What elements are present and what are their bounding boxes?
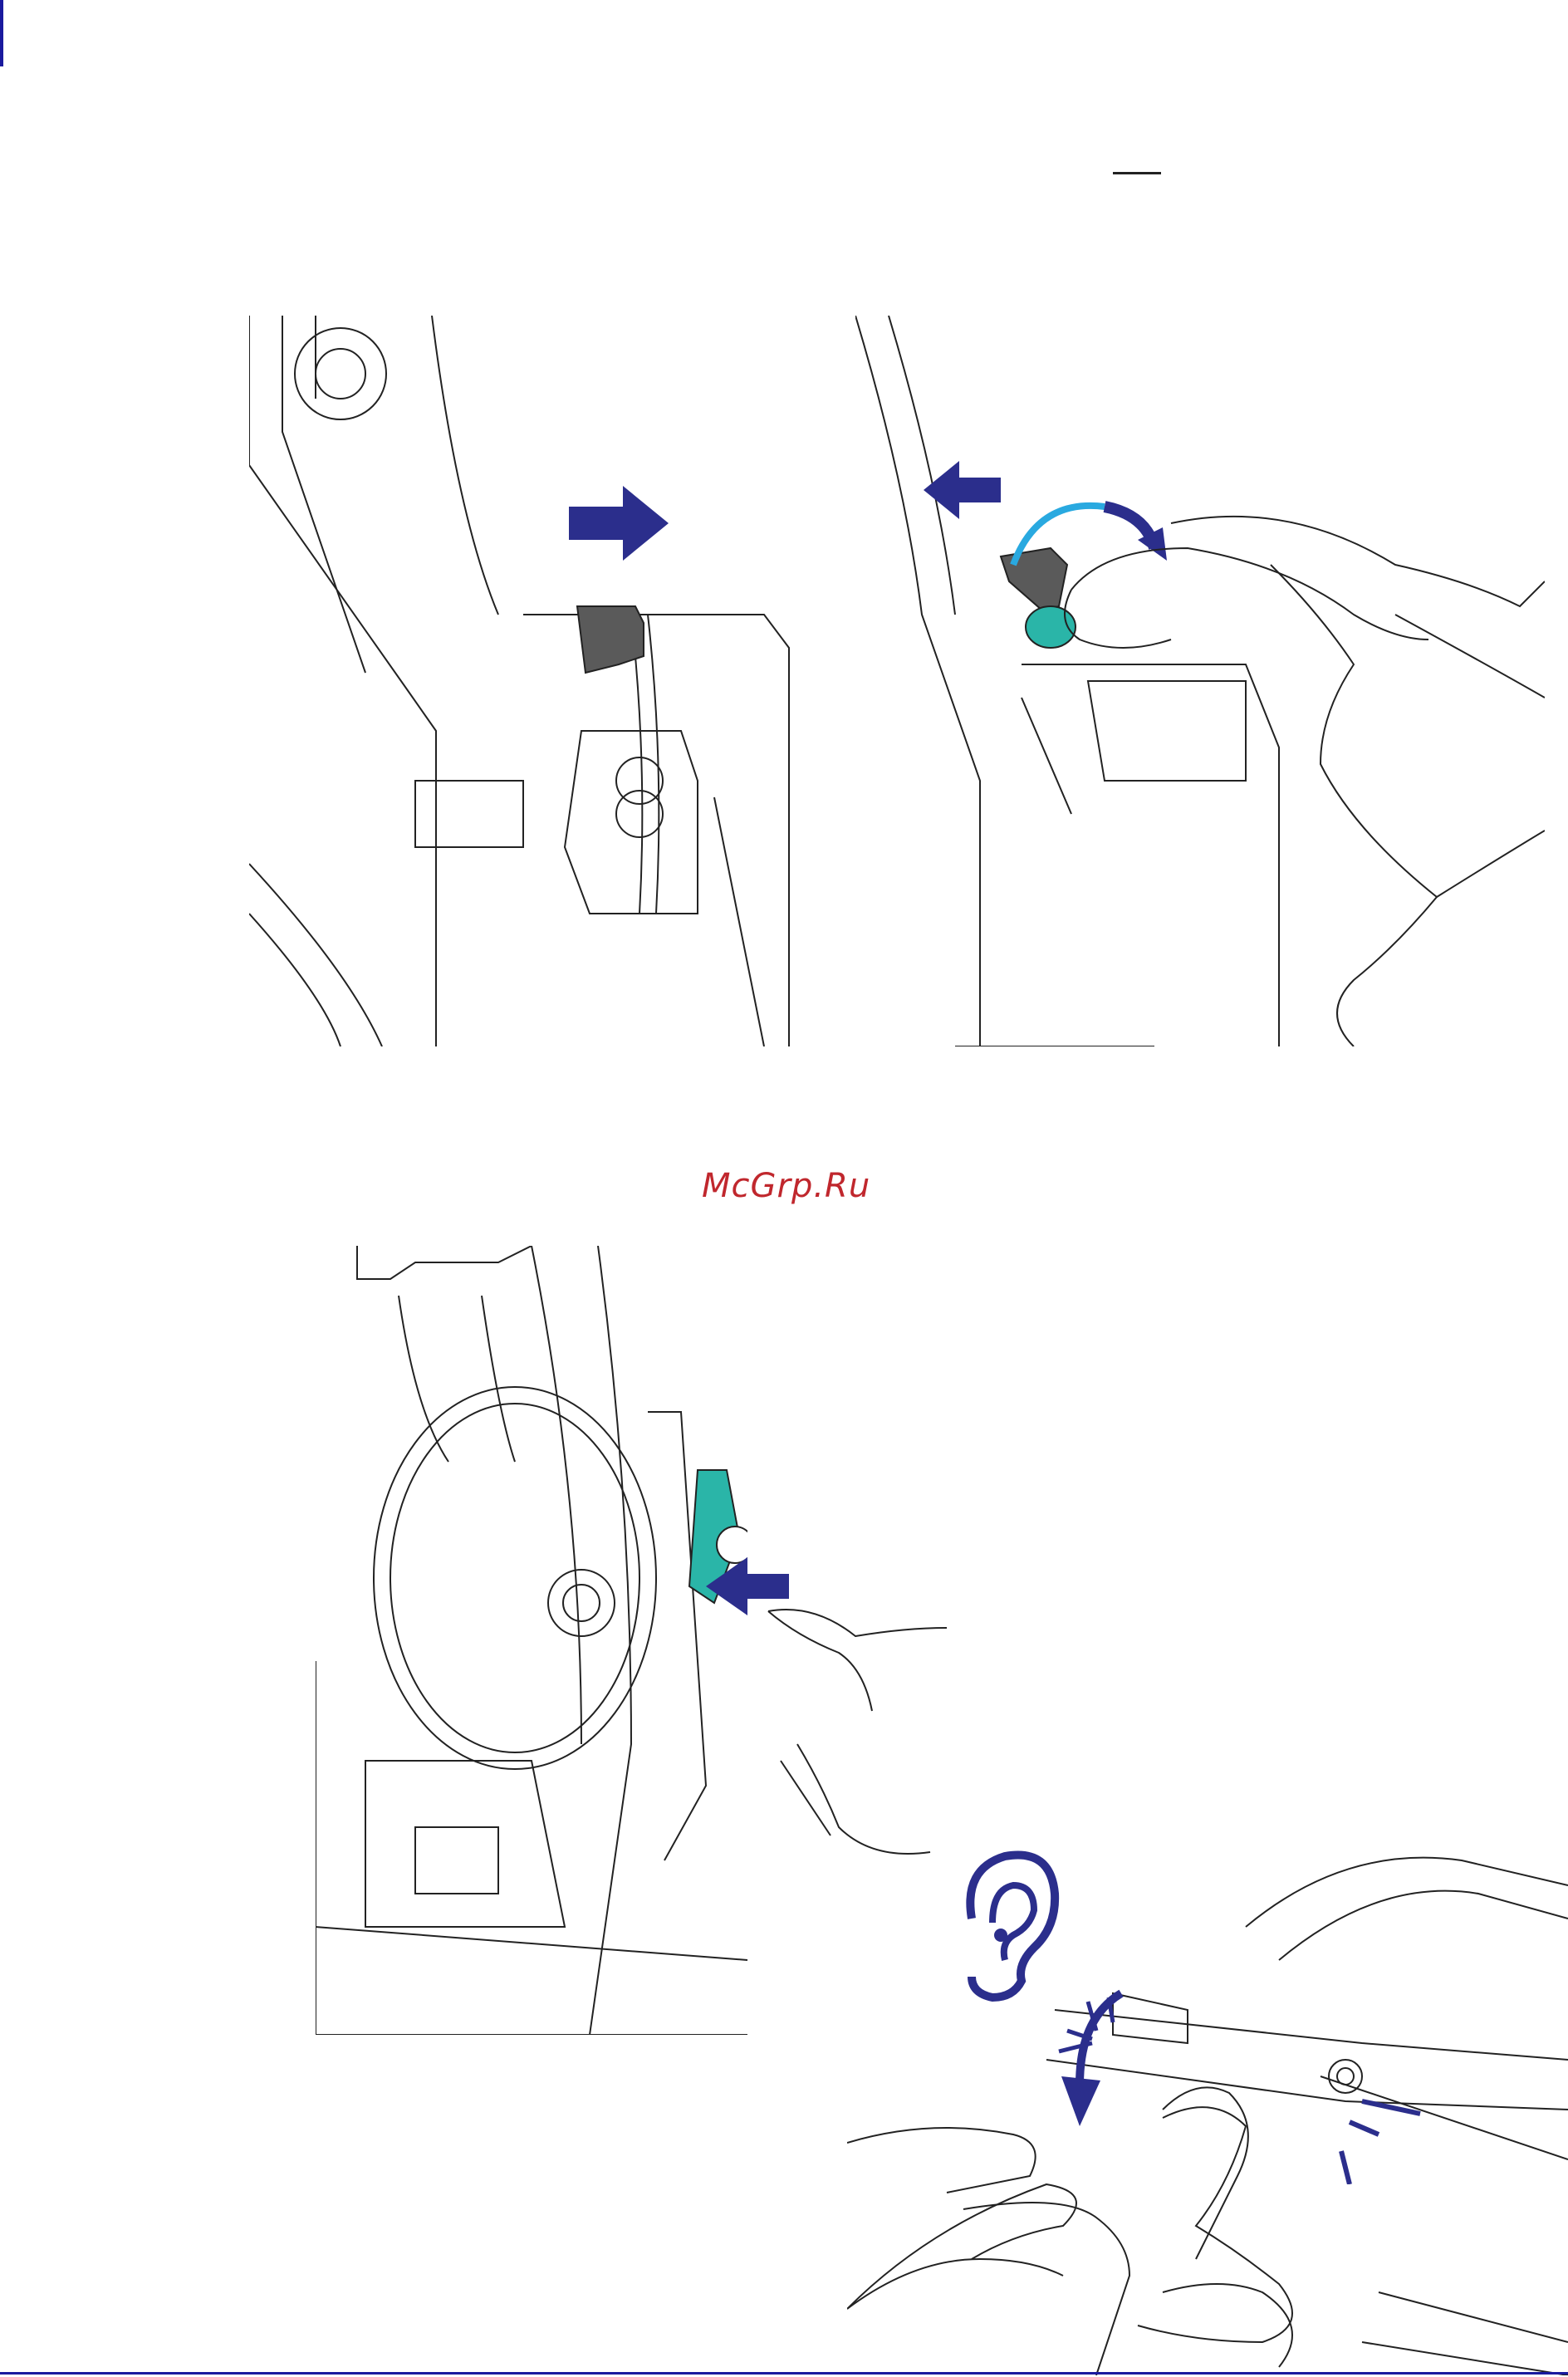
ear-icon: [955, 1844, 1063, 2002]
page-corner-bar: [0, 0, 3, 66]
watermark-text: McGrp.Ru: [702, 1167, 870, 1205]
hands-icon: [847, 2093, 1428, 2375]
guide-lever-open-illustration: [249, 316, 847, 1046]
click-lines-left-icon: [1055, 1993, 1129, 2060]
close-cover-click-illustration: [847, 1827, 1568, 2375]
hand-icon: [764, 1578, 947, 1860]
guide-lever-icon: [569, 598, 652, 681]
arrow-right-icon: [565, 482, 673, 565]
hand-icon: [1038, 498, 1536, 1046]
arrow-left-icon: [922, 457, 1005, 523]
footer-rule: [0, 2372, 1568, 2375]
top-rule: [1113, 172, 1161, 174]
sensor-adjust-illustration: [855, 316, 1545, 1046]
